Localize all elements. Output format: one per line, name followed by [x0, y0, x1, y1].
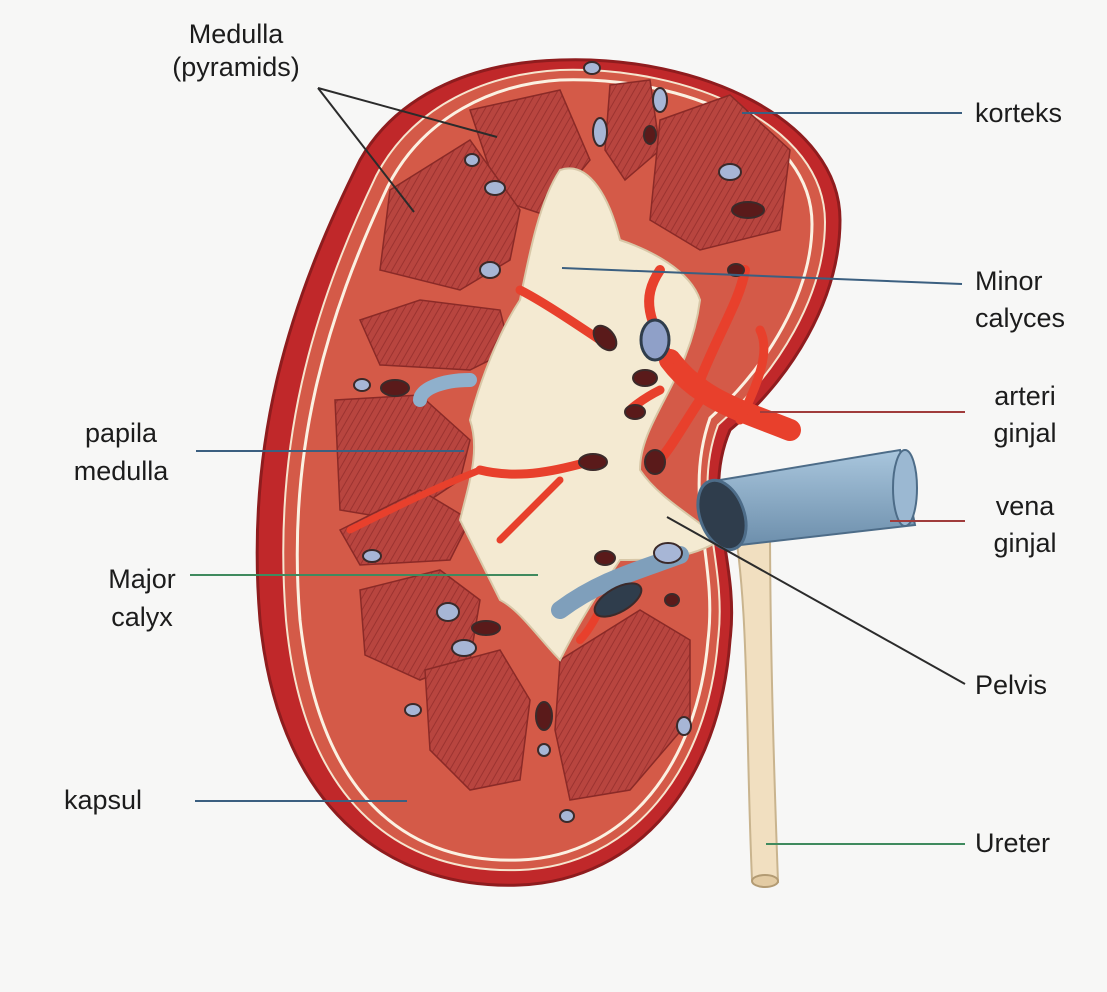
- label-minor-line2: calyces: [975, 300, 1065, 337]
- label-minor-line1: Minor: [975, 263, 1065, 300]
- label-arteri-line2: ginjal: [975, 415, 1075, 452]
- ureter-end: [752, 875, 778, 887]
- label-papila-medulla: papila medulla: [56, 414, 186, 490]
- label-major-calyx: Major calyx: [92, 560, 192, 636]
- label-medulla-line1: Medulla: [148, 18, 324, 51]
- label-papila-line1: papila: [56, 414, 186, 452]
- label-papila-line2: medulla: [56, 452, 186, 490]
- label-kapsul: kapsul: [64, 784, 142, 817]
- label-major-line2: calyx: [92, 598, 192, 636]
- label-korteks: korteks: [975, 97, 1062, 130]
- label-medulla-line2: (pyramids): [148, 51, 324, 84]
- label-ureter: Ureter: [975, 827, 1050, 860]
- label-arteri-line1: arteri: [975, 378, 1075, 415]
- label-vena-ginjal: vena ginjal: [975, 488, 1075, 562]
- label-arteri-ginjal: arteri ginjal: [975, 378, 1075, 452]
- label-major-line1: Major: [92, 560, 192, 598]
- label-medulla: Medulla (pyramids): [148, 18, 324, 84]
- label-vena-line2: ginjal: [975, 525, 1075, 562]
- label-minor-calyces: Minor calyces: [975, 263, 1065, 337]
- label-vena-line1: vena: [975, 488, 1075, 525]
- label-pelvis: Pelvis: [975, 669, 1047, 702]
